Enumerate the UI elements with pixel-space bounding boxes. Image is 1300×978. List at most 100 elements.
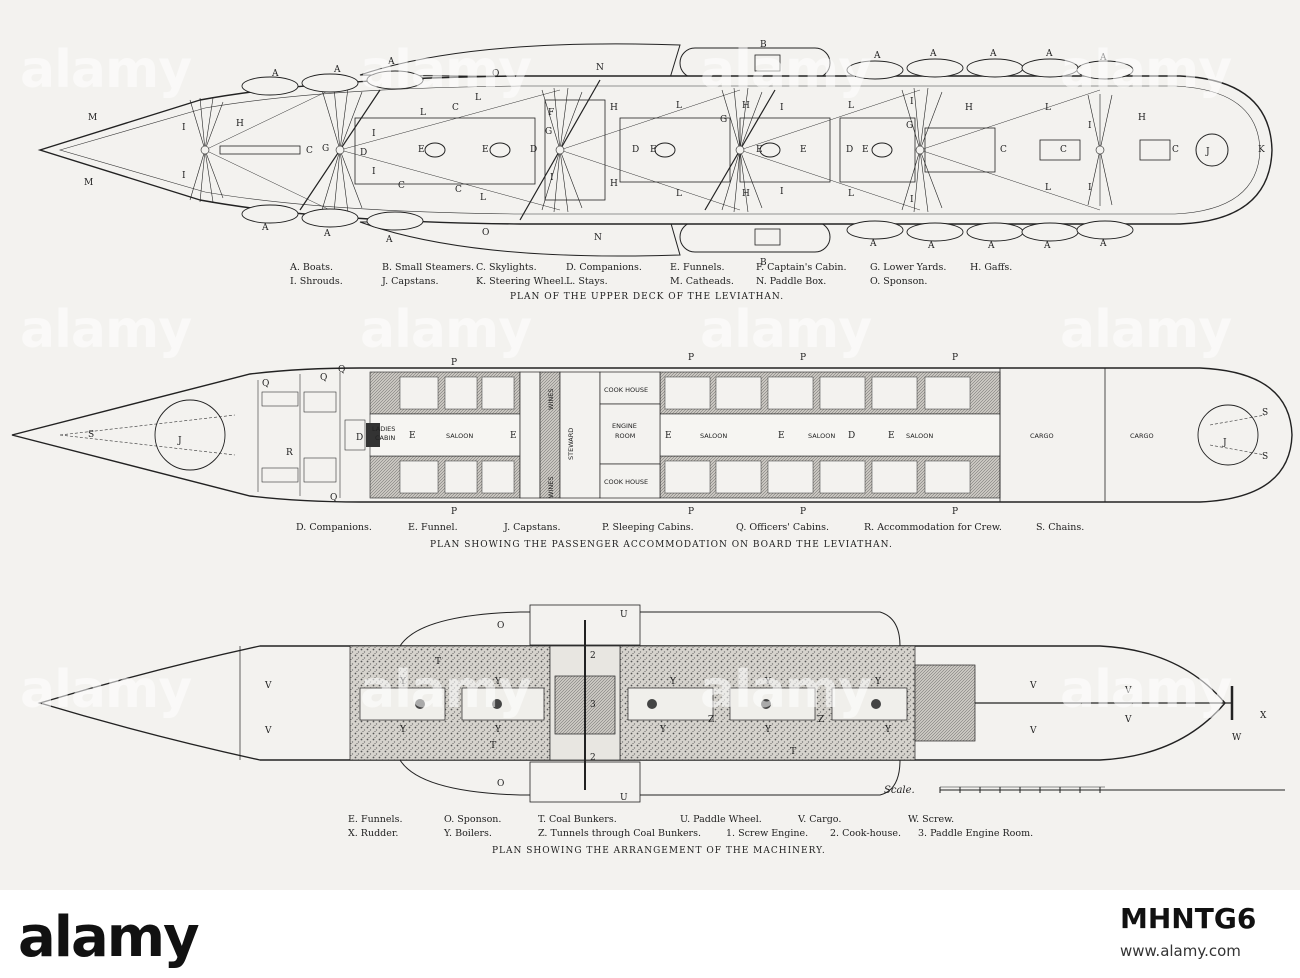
machinery-caption: PLAN SHOWING THE ARRANGEMENT OF THE MACH… — [492, 846, 826, 856]
svg-text:S: S — [88, 430, 94, 440]
watermark: alamy — [360, 660, 532, 720]
svg-text:F: F — [548, 108, 554, 118]
svg-text:D: D — [356, 433, 363, 443]
watermark: alamy — [1060, 40, 1232, 100]
svg-text:A: A — [1043, 241, 1051, 251]
svg-text:E: E — [665, 431, 672, 441]
watermark: alamy — [20, 300, 192, 360]
svg-text:H: H — [965, 103, 973, 113]
svg-text:T: T — [435, 657, 441, 667]
stock-footer — [0, 890, 1300, 978]
svg-text:P: P — [800, 353, 806, 363]
svg-text:V: V — [264, 726, 272, 736]
svg-text:J: J — [1205, 147, 1210, 157]
svg-text:V: V — [1029, 681, 1037, 691]
svg-text:Q: Q — [320, 373, 327, 383]
svg-text:U: U — [620, 610, 628, 620]
passenger-room-labels: LADIES CABIN SALOON SALOON SALOON SALOON… — [372, 386, 1154, 498]
svg-text:I: I — [182, 123, 186, 133]
svg-text:A: A — [989, 49, 997, 59]
svg-text:C: C — [452, 103, 459, 113]
svg-text:D: D — [848, 431, 855, 441]
svg-text:L: L — [848, 189, 854, 199]
svg-text:Z: Z — [708, 715, 714, 725]
svg-text:L: L — [475, 93, 481, 103]
svg-text:E: E — [778, 431, 785, 441]
svg-text:C: C — [398, 181, 405, 191]
svg-text:E: E — [409, 431, 416, 441]
svg-text:A: A — [1099, 239, 1107, 249]
svg-text:ENGINE: ENGINE — [612, 422, 637, 430]
svg-text:X: X — [1260, 711, 1267, 721]
svg-text:E: E — [800, 145, 807, 155]
svg-text:H: H — [742, 101, 750, 111]
legend-item: E. Funnels. — [670, 262, 725, 273]
svg-text:SALOON: SALOON — [446, 432, 473, 440]
svg-text:L: L — [676, 189, 682, 199]
svg-text:A: A — [385, 235, 393, 245]
svg-text:COOK HOUSE: COOK HOUSE — [604, 478, 648, 486]
svg-text:V: V — [1124, 686, 1132, 696]
svg-text:W: W — [1232, 733, 1242, 743]
svg-text:N: N — [596, 63, 604, 73]
svg-text:I: I — [372, 129, 376, 139]
svg-text:M: M — [88, 113, 97, 123]
svg-text:J: J — [177, 436, 182, 446]
svg-text:I: I — [1088, 121, 1092, 131]
svg-text:V: V — [264, 681, 272, 691]
svg-text:H: H — [610, 179, 618, 189]
legend-item: W. Screw. — [908, 814, 955, 825]
svg-text:L: L — [676, 101, 682, 111]
legend-item: K. Steering Wheel. — [476, 276, 567, 287]
svg-text:P: P — [451, 507, 457, 517]
svg-text:C: C — [1060, 145, 1067, 155]
legend-item: 2. Cook-house. — [830, 828, 902, 839]
svg-text:3: 3 — [590, 700, 596, 710]
svg-text:A: A — [929, 49, 937, 59]
legend-item: 3. Paddle Engine Room. — [918, 828, 1034, 839]
legend-item: H. Gaffs. — [970, 262, 1013, 273]
svg-text:S: S — [1262, 452, 1268, 462]
svg-text:R: R — [286, 448, 293, 458]
svg-text:P: P — [688, 507, 694, 517]
svg-text:G: G — [322, 144, 329, 154]
svg-text:CARGO: CARGO — [1030, 432, 1054, 440]
svg-text:P: P — [451, 358, 457, 368]
svg-text:A: A — [987, 241, 995, 251]
legend-item: J. Capstans. — [504, 522, 561, 533]
svg-text:Y: Y — [874, 677, 882, 687]
watermark: alamy — [700, 300, 872, 360]
svg-text:Y: Y — [764, 677, 772, 687]
legend-item: L. Stays. — [566, 276, 608, 287]
svg-text:I: I — [372, 167, 376, 177]
legend-item: N. Paddle Box. — [756, 276, 827, 287]
svg-text:G: G — [545, 127, 552, 137]
svg-text:L: L — [420, 108, 426, 118]
scale-label: Scale. — [884, 785, 915, 796]
svg-text:A: A — [261, 223, 269, 233]
legend-item: T. Coal Bunkers. — [538, 814, 617, 825]
legend-item: D. Companions. — [566, 262, 642, 273]
svg-text:Y: Y — [669, 677, 677, 687]
legend-item: E. Funnels. — [348, 814, 403, 825]
svg-text:T: T — [790, 747, 796, 757]
svg-text:H: H — [742, 189, 750, 199]
svg-text:E: E — [482, 145, 489, 155]
svg-text:E: E — [510, 431, 517, 441]
svg-text:E: E — [888, 431, 895, 441]
svg-text:N: N — [594, 233, 602, 243]
svg-text:Q: Q — [262, 379, 269, 389]
svg-text:Q: Q — [330, 493, 337, 503]
svg-text:D: D — [530, 145, 537, 155]
legend-item: B. Small Steamers. — [382, 262, 474, 273]
svg-text:C: C — [306, 146, 313, 156]
scale-bar: Scale. — [884, 785, 1285, 796]
watermark: alamy — [700, 40, 872, 100]
svg-text:COOK HOUSE: COOK HOUSE — [604, 386, 648, 394]
legend-item: F. Captain's Cabin. — [756, 262, 847, 273]
svg-text:B: B — [760, 258, 767, 268]
svg-text:CARGO: CARGO — [1130, 432, 1154, 440]
svg-text:WINES: WINES — [547, 477, 555, 498]
